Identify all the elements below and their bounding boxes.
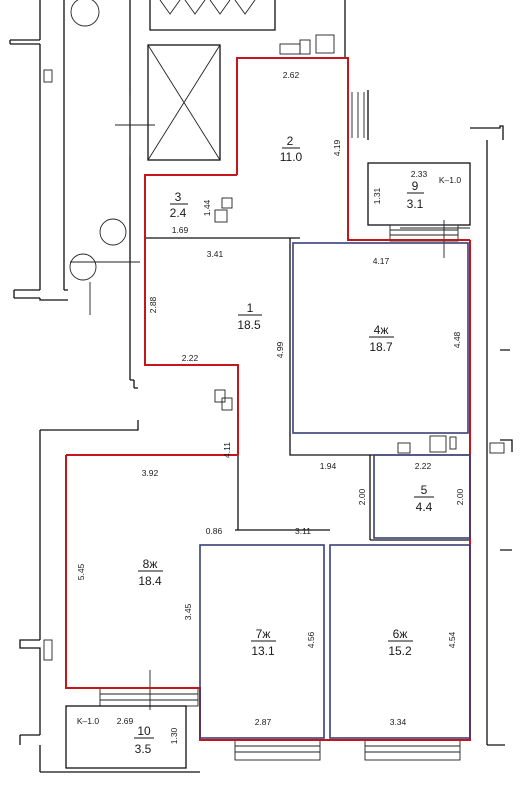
room-5-blue: [373, 454, 471, 539]
dim-room1-bottom: 2.22: [182, 353, 199, 363]
room-1-number: 1: [247, 301, 254, 315]
dim-room7-bottom: 2.87: [255, 717, 272, 727]
room-8-outline: [65, 454, 471, 741]
room-1-outline: [144, 238, 239, 455]
room-8-area: 18.4: [138, 574, 162, 588]
room-2-outline: [236, 57, 470, 241]
dim-room8-top: 3.92: [142, 468, 159, 478]
dim-room8-right: 3.45: [183, 603, 193, 620]
dim-room4-right: 4.48: [452, 331, 462, 348]
room-6-blue: [329, 544, 471, 739]
room-7-number: 7ж: [256, 627, 271, 641]
dim-room5-top: 2.22: [415, 461, 432, 471]
dim-room10-top: 2.69: [117, 716, 134, 726]
room-6-area: 15.2: [388, 644, 412, 658]
room-6-number: 6ж: [393, 627, 408, 641]
blue-room-outlines: [199, 242, 471, 739]
room-3-number: 3: [175, 190, 182, 204]
dim-room5-right: 2.00: [455, 488, 465, 505]
dim-hall-side: 2.00: [357, 488, 367, 505]
room-8-number: 8ж: [143, 557, 158, 571]
dim-hall-bottom: 3.11: [295, 526, 311, 536]
dim-room3-bottom: 1.69: [172, 225, 189, 235]
room-5-area: 4.4: [416, 500, 433, 514]
dim-room9-left: 1.31: [372, 187, 382, 204]
dim-room9-top: 2.33: [411, 169, 428, 179]
room-1-area: 18.5: [237, 318, 261, 332]
dim-room4-top: 4.17: [373, 256, 390, 266]
room-10-area: 3.5: [135, 742, 152, 756]
room-4-number: 4ж: [374, 323, 389, 337]
room-7-blue: [199, 544, 325, 739]
room-2-number: 2: [287, 134, 294, 148]
dim-room2-top: 2.62: [283, 70, 300, 80]
dim-room6-right: 4.54: [447, 631, 457, 648]
dim-room8-left: 5.45: [76, 563, 86, 580]
dim-room1-top: 3.41: [207, 249, 224, 259]
dim-room10-right: 1.30: [169, 727, 179, 744]
room-2-area: 11.0: [280, 150, 303, 164]
room-labels: 2 11.0 3 2.4 9 3.1 1 18.5 4ж 18.7 5 4.4 …: [134, 134, 434, 756]
dim-room1-left: 2.88: [148, 296, 158, 313]
room-9-number: 9: [412, 179, 419, 193]
room-5-number: 5: [421, 483, 428, 497]
dimension-labels: 2.62 4.19 2.33 K–1.0 1.31 1.44 1.69 3.41…: [76, 70, 465, 744]
dim-hall-step: 0.86: [206, 526, 223, 536]
dim-room2-right: 4.19: [332, 139, 342, 156]
dim-corridor-right: 4.99: [275, 341, 285, 358]
room-9-area: 3.1: [407, 197, 424, 211]
room-3-area: 2.4: [170, 206, 187, 220]
room-4-area: 18.7: [369, 340, 393, 354]
dim-room6-bottom: 3.34: [390, 717, 407, 727]
dim-room3-side: 1.44: [202, 199, 212, 216]
dim-room9-coef: K–1.0: [439, 175, 461, 185]
dim-hall-top: 1.94: [320, 461, 337, 471]
dim-room7-right: 4.56: [306, 631, 316, 648]
room-10-number: 10: [137, 724, 151, 738]
room-7-area: 13.1: [251, 644, 275, 658]
room-3-outline: [144, 174, 237, 238]
red-room-outlines: [65, 57, 471, 741]
room-4-blue: [292, 242, 469, 434]
dim-room10-coef: K–1.0: [77, 716, 99, 726]
dim-hall-vertical: 4.11: [222, 442, 232, 458]
